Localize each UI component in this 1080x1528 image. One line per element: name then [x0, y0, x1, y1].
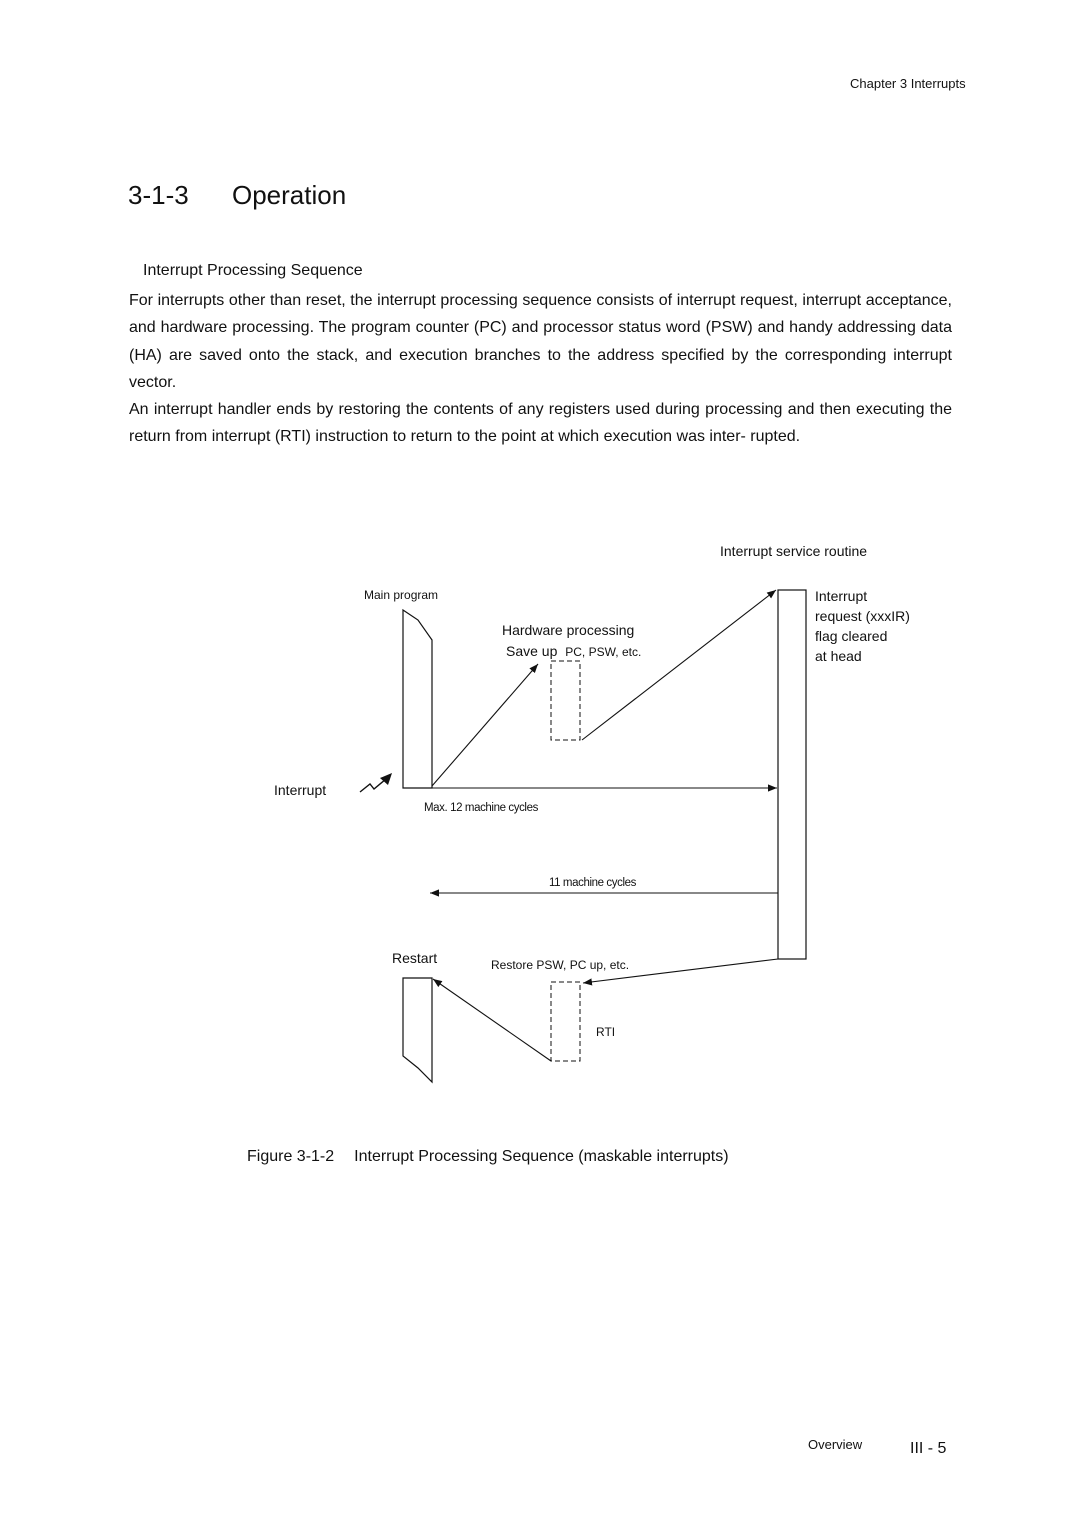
lightning-icon	[359, 773, 392, 793]
max-cycles-label: Max. 12 machine cycles	[424, 802, 539, 814]
save-up-text: Save up	[506, 643, 558, 659]
section-heading: 3-1-3 Operation	[128, 180, 346, 211]
isr-note-line: flag cleared	[815, 628, 887, 644]
restore-label: Restore PSW, PC up, etc.	[491, 958, 629, 972]
paragraph: An interrupt handler ends by restoring t…	[129, 401, 952, 446]
isr-title: Interrupt service routine	[720, 543, 867, 559]
page-number: III - 5	[910, 1440, 947, 1457]
main-program-block	[402, 608, 433, 789]
subheading: Interrupt Processing Sequence	[143, 262, 363, 279]
arrow-to-restart	[432, 978, 552, 1062]
save-up-registers: PC, PSW, etc.	[565, 645, 641, 659]
footer-label: Overview	[808, 1437, 863, 1452]
isr-note-line: at head	[815, 648, 862, 664]
section-title: Operation	[232, 180, 347, 210]
hardware-save-box	[550, 660, 581, 741]
isr-note-line: Interrupt	[815, 588, 867, 604]
restore-box	[550, 981, 581, 1062]
isr-block	[777, 589, 807, 960]
rti-label: RTI	[596, 1025, 615, 1039]
section-number: 3-1-3	[128, 180, 189, 210]
cycles-11-label: 11 machine cycles	[549, 877, 637, 889]
hardware-processing-label: Hardware processing	[502, 622, 634, 638]
restart-label: Restart	[392, 950, 437, 966]
resumed-program-block	[402, 977, 433, 1084]
figure-caption: Figure 3-1-2 Interrupt Processing Sequenc…	[247, 1148, 729, 1166]
interrupt-label: Interrupt	[274, 782, 326, 798]
figure-number: Figure 3-1-2	[247, 1148, 335, 1165]
running-head: Chapter 3 Interrupts	[850, 76, 966, 91]
paragraph: For interrupts other than reset, the int…	[129, 292, 952, 391]
arrow-to-hardware	[431, 663, 539, 787]
arrow-to-restore	[582, 958, 779, 986]
main-program-label: Main program	[364, 588, 438, 602]
isr-note-line: request (xxxIR)	[815, 608, 910, 624]
save-up-label: Save up PC, PSW, etc.	[506, 643, 641, 659]
figure-caption-text: Interrupt Processing Sequence (maskable …	[354, 1148, 729, 1165]
arrow-to-isr	[581, 589, 777, 741]
